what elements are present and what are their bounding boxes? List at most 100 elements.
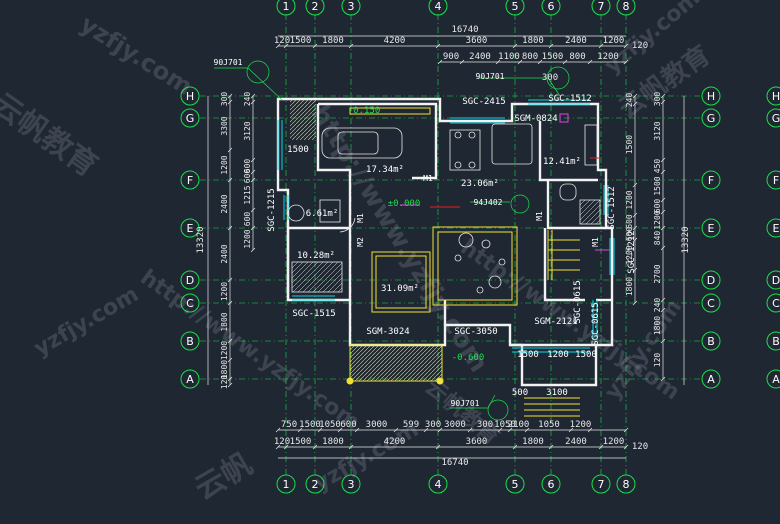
axis-bubble-edge-A: A — [766, 369, 780, 389]
dimension-label: 599 — [403, 420, 419, 430]
axis-bubble-bottom-3: 3 — [341, 474, 361, 494]
axis-bubble-right-E-label: E — [708, 222, 715, 235]
axis-bubble-bottom-7: 7 — [591, 474, 611, 494]
dimension-total-bottom: 16740 — [441, 458, 468, 468]
axis-bubble-right-B: B — [701, 331, 721, 351]
dimension-label: 300 — [542, 73, 558, 83]
axis-bubble-right-D: D — [701, 270, 721, 290]
walls — [276, 97, 614, 387]
axis-bubble-bottom-7-label: 7 — [598, 478, 605, 491]
dimension-total-top: 16740 — [451, 25, 478, 35]
label-sgm-2121: SGM-2121 — [534, 317, 577, 327]
label-sgm-3024: SGM-3024 — [366, 327, 409, 337]
axis-bubble-right-H: H — [701, 86, 721, 106]
dimension-label: 120 — [220, 375, 229, 390]
dimension-label: 1500 — [653, 176, 662, 195]
courtyard-plants — [454, 232, 506, 294]
label-sgc-1212: SGC-1212 — [627, 230, 637, 273]
dimension-label: 840 — [653, 231, 662, 246]
dimension-label: 240 — [243, 92, 252, 107]
dimension-label: 1200 — [653, 210, 662, 229]
axis-bubble-edge-D: D — [766, 270, 780, 290]
axis-bubble-top-5-label: 5 — [512, 0, 519, 13]
axis-bubble-left-B-label: B — [186, 335, 194, 348]
dimension-label: 1500 — [625, 135, 634, 154]
axis-bubble-bottom-1-label: 1 — [283, 478, 290, 491]
axis-bubble-top-1-label: 1 — [283, 0, 290, 13]
axis-bubble-left-E-label: E — [187, 222, 194, 235]
axis-bubble-bottom-6: 6 — [541, 474, 561, 494]
axis-bubble-bottom-8-label: 8 — [623, 478, 630, 491]
axis-bubble-edge-B-label: B — [772, 335, 780, 348]
axis-bubble-bottom-2: 2 — [305, 474, 325, 494]
dimension-label: 1800 — [625, 277, 634, 296]
dimension-label: 120 — [653, 353, 662, 368]
dimension-label: 300 — [425, 420, 441, 430]
dimension-label: 600 — [625, 227, 634, 242]
dimension-label: 1800 — [220, 360, 229, 379]
label-sgc-1512-right: SGC-1512 — [607, 186, 617, 229]
dimension-label: 1200 — [625, 245, 634, 264]
axis-bubble-left-D: D — [180, 270, 200, 290]
axis-bubble-top-7-label: 7 — [598, 0, 605, 13]
dimension-label: 1800 — [522, 36, 544, 46]
dimension-label: 600 — [243, 159, 252, 174]
axis-bubble-top-2: 2 — [305, 0, 325, 16]
label-level-porch: -0.600 — [452, 353, 485, 363]
axis-bubble-edge-F: F — [766, 170, 780, 190]
dimension-label: 3300 — [220, 116, 229, 135]
label-m1-b: M1 — [356, 213, 365, 223]
label-m2: M2 — [356, 237, 365, 247]
axis-bubble-edge-F-label: F — [773, 174, 779, 187]
dimension-label: 2400 — [565, 437, 587, 447]
axis-bubble-right-A: A — [701, 369, 721, 389]
label-m1-a: M1 — [423, 174, 433, 183]
dimension-label: 120 — [632, 41, 648, 51]
axis-bubble-edge-E-label: E — [773, 222, 780, 235]
axis-bubble-bottom-5-label: 5 — [512, 478, 519, 491]
label-sgc-1512-top: SGC-1512 — [548, 94, 591, 104]
axis-bubble-right-G-label: G — [707, 112, 716, 125]
axis-bubble-top-1: 1 — [276, 0, 296, 16]
dimension-label: 4200 — [384, 437, 406, 447]
dimension-label: 1200 — [570, 420, 592, 430]
axis-bubble-bottom-2-label: 2 — [312, 478, 319, 491]
axis-bubble-right-C-label: C — [707, 297, 715, 310]
axis-bubble-left-F-label: F — [187, 174, 193, 187]
axis-bubble-edge-C: C — [766, 293, 780, 313]
axis-bubble-top-8: 8 — [616, 0, 636, 16]
axis-bubble-top-2-label: 2 — [312, 0, 319, 13]
dimension-label: 600 — [625, 214, 634, 229]
axis-bubble-left-C: C — [180, 293, 200, 313]
axis-bubble-bottom-4: 4 — [428, 474, 448, 494]
label-sgc-3050: SGC-3050 — [454, 327, 497, 337]
dimension-label: 750 — [281, 420, 297, 430]
axis-bubble-bottom-6-label: 6 — [548, 478, 555, 491]
label-area-room2: 10.28m² — [297, 251, 335, 261]
dimension-label: 1200 — [625, 190, 634, 209]
dimension-lines — [207, 35, 685, 459]
dimension-label: 1200 — [603, 437, 625, 447]
label-dim-1500: 1500 — [287, 145, 309, 155]
dimension-label: 600 — [653, 199, 662, 214]
label-sgc-0615-b: SGC-0615 — [591, 302, 601, 345]
dimension-total-right: 13320 — [681, 226, 691, 253]
axis-bubble-right-D-label: D — [707, 274, 715, 287]
axis-bubble-left-D-label: D — [186, 274, 194, 287]
label-dim-3100: 3100 — [546, 388, 568, 398]
dimension-label: 2400 — [469, 52, 491, 62]
axis-bubble-right-E: E — [701, 218, 721, 238]
dimension-label: 600 — [243, 169, 252, 184]
axis-bubble-right-B-label: B — [707, 335, 715, 348]
dimension-label: 3600 — [466, 437, 488, 447]
axis-bubble-right-A-label: A — [707, 373, 715, 386]
label-area-room1: 6.61m² — [306, 209, 339, 219]
axis-bubble-edge-G: G — [766, 108, 780, 128]
label-area-kitchen: 12.41m² — [543, 157, 581, 167]
dimension-label: 800 — [569, 52, 585, 62]
axis-bubble-bottom-1: 1 — [276, 474, 296, 494]
dimension-label: 1800 — [220, 312, 229, 331]
axis-bubble-top-3-label: 3 — [348, 0, 355, 13]
